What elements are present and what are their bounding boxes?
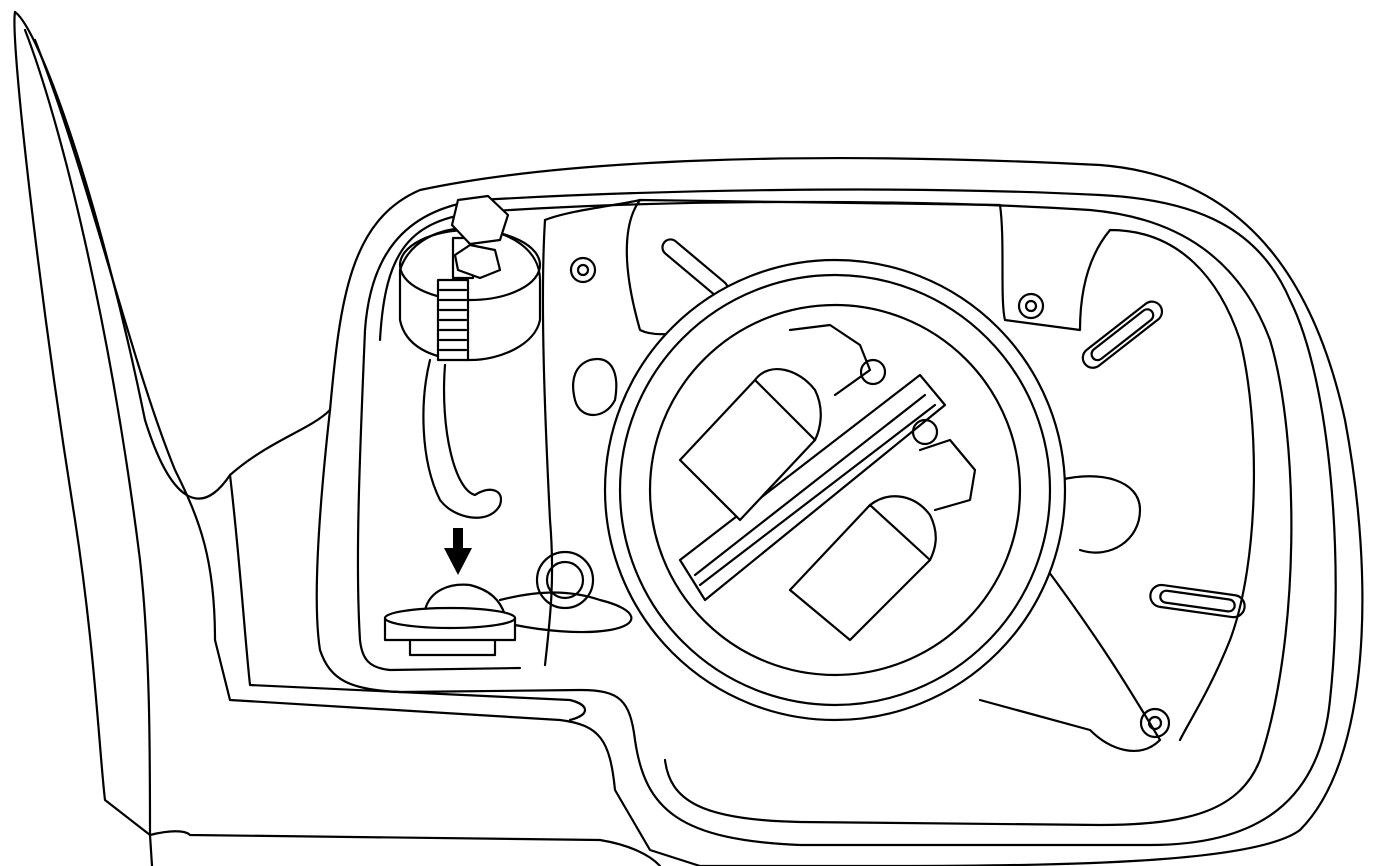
- down-arrow-icon: [444, 528, 472, 575]
- screw-hole-icon: [1139, 707, 1171, 739]
- mirror-housing: [315, 157, 1364, 866]
- screw-hole-icon: [569, 256, 597, 284]
- motor-actuator: [603, 258, 1067, 722]
- slot: [1081, 300, 1164, 369]
- bolt-head: [450, 194, 510, 246]
- screw-hole-icon: [1017, 292, 1045, 320]
- heater-connector: [398, 194, 542, 519]
- slot: [1149, 583, 1246, 619]
- mirror-arm: [13, 10, 702, 866]
- connector-grommet: [383, 583, 633, 657]
